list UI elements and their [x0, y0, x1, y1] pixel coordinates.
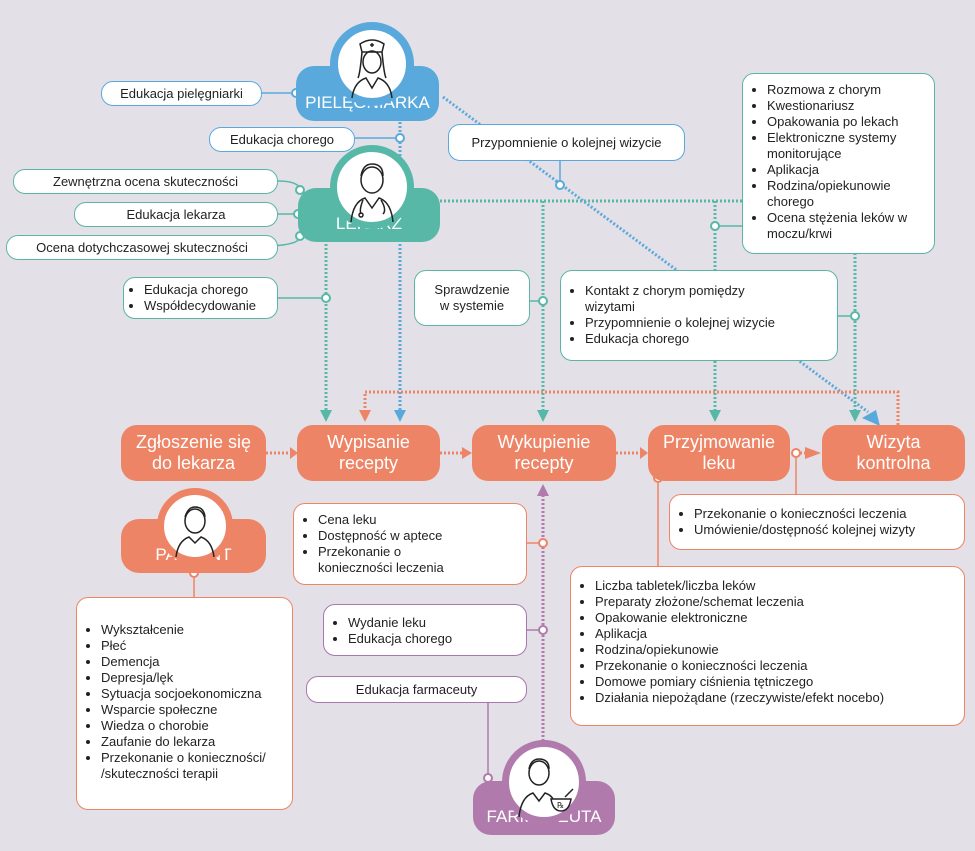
arrowheads [290, 410, 880, 496]
box-text: Sprawdzenie w systemie [434, 282, 510, 313]
list-item: Kwestionariusz [767, 98, 934, 114]
step-line: Zgłoszenie się [135, 432, 252, 452]
list-item: Edukacja chorego [348, 631, 526, 647]
patient-icon [157, 488, 233, 564]
svg-text:℞: ℞ [557, 801, 564, 810]
step-line: Wizyta [866, 432, 921, 452]
list-item: Cena leku [318, 512, 446, 528]
list-item: Współdecydowanie [144, 298, 277, 314]
list-item: Edukacja chorego [144, 282, 277, 298]
feedback-loop-line [363, 390, 900, 425]
box-text: Edukacja chorego [229, 131, 335, 147]
list-item: Elektroniczne systemy monitorujące [767, 130, 934, 162]
list-item: Opakowanie elektroniczne [595, 610, 964, 626]
list-item: Aplikacja [595, 626, 964, 642]
list-item: Przekonanie o konieczności leczenia [595, 658, 964, 674]
box-text: Edukacja farmaceuty [355, 681, 478, 697]
step-line: do lekarza [151, 453, 236, 473]
list-item: Liczba tabletek/liczba leków [595, 578, 964, 594]
list-item: Depresja/lęk [101, 670, 272, 686]
list-item: Kontakt z chorym pomiędzy wizytami [585, 283, 777, 315]
system-check-box: Sprawdzenie w systemie [414, 270, 530, 326]
visit-factors-box: Przekonanie o konieczności leczenia Umów… [669, 494, 965, 550]
doctor-shared-box: Edukacja choregoWspółdecydowanie [123, 277, 278, 319]
list-item: Zaufanie do lekarza [101, 734, 272, 750]
list-item: Sytuacja socjoekonomiczna [101, 686, 272, 702]
list-item: Umówienie/dostępność kolejnej wizyty [694, 522, 964, 538]
box-text: Edukacja lekarza [126, 206, 226, 222]
box-text: Przypomnienie o kolejnej wizycie [471, 134, 662, 150]
list-item: Dostępność w aptece [318, 528, 446, 544]
list-item: Rozmowa z chorym [767, 82, 934, 98]
nurse-education-box: Edukacja pielęgniarki [101, 81, 262, 106]
step-line: recepty [514, 453, 574, 473]
monitoring-box: Rozmowa z chorym Kwestionariusz Opakowan… [742, 73, 935, 254]
list-item: Opakowania po lekach [767, 114, 934, 130]
step-line: Wypisanie [327, 432, 410, 452]
list-item: Aplikacja [767, 162, 934, 178]
list-item: Edukacja chorego [585, 331, 777, 347]
box-text: Zewnętrzna ocena skuteczności [53, 173, 238, 189]
list-item: Przekonanie o konieczności/ /skutecznośc… [101, 750, 272, 782]
reminder-box: Przypomnienie o kolejnej wizycie [448, 124, 685, 161]
box-text: Edukacja pielęgniarki [120, 85, 243, 101]
step-line: leku [702, 453, 736, 473]
list-item: Domowe pomiary ciśnienia tętniczego [595, 674, 964, 690]
pharmacist-icon: ℞ [502, 740, 586, 824]
list-item: Wydanie leku [348, 615, 526, 631]
patient-factors-box: Wykształcenie Płeć Demencja Depresja/lęk… [76, 597, 293, 810]
list-item: Wykształcenie [101, 622, 272, 638]
external-assessment-box: Zewnętrzna ocena skuteczności [13, 169, 278, 194]
pharmacist-education-box: Edukacja farmaceuty [306, 676, 527, 703]
list-item: Wsparcie społeczne [101, 702, 272, 718]
list-item: Rodzina/opiekunowie [595, 642, 964, 658]
list-item: Przekonanie o konieczności leczenia [318, 544, 446, 576]
doctor-icon [330, 145, 414, 229]
box-text: Ocena dotychczasowej skuteczności [36, 239, 248, 255]
purchase-factors-box: Cena leku Dostępność w aptece Przekonani… [293, 503, 527, 585]
list-item: Rodzina/opiekunowie chorego [767, 178, 934, 210]
step-line: kontrolna [856, 453, 931, 473]
doctor-education-box: Edukacja lekarza [74, 202, 278, 227]
patient-education-nurse-box: Edukacja chorego [209, 127, 355, 152]
list-item: Płeć [101, 638, 272, 654]
between-visits-box: Kontakt z chorym pomiędzy wizytami Przyp… [560, 270, 838, 361]
list-item: Przypomnienie o kolejnej wizycie [585, 315, 777, 331]
list-item: Preparaty złożone/schemat leczenia [595, 594, 964, 610]
list-item: Wiedza o chorobie [101, 718, 272, 734]
step-line: Wykupienie [497, 432, 591, 452]
intake-factors-box: Liczba tabletek/liczba leków Preparaty z… [570, 566, 965, 726]
list-item: Przekonanie o konieczności leczenia [694, 506, 964, 522]
nurse-icon [330, 22, 414, 106]
pharmacy-actions-box: Wydanie leku Edukacja chorego [323, 604, 527, 656]
prior-assessment-box: Ocena dotychczasowej skuteczności [6, 235, 278, 260]
step-line: Przyjmowanie [662, 432, 776, 452]
list-item: Demencja [101, 654, 272, 670]
step-line: recepty [338, 453, 399, 473]
list-item: Ocena stężenia leków w moczu/krwi [767, 210, 934, 242]
list-item: Działania niepożądane (rzeczywiste/efekt… [595, 690, 964, 706]
